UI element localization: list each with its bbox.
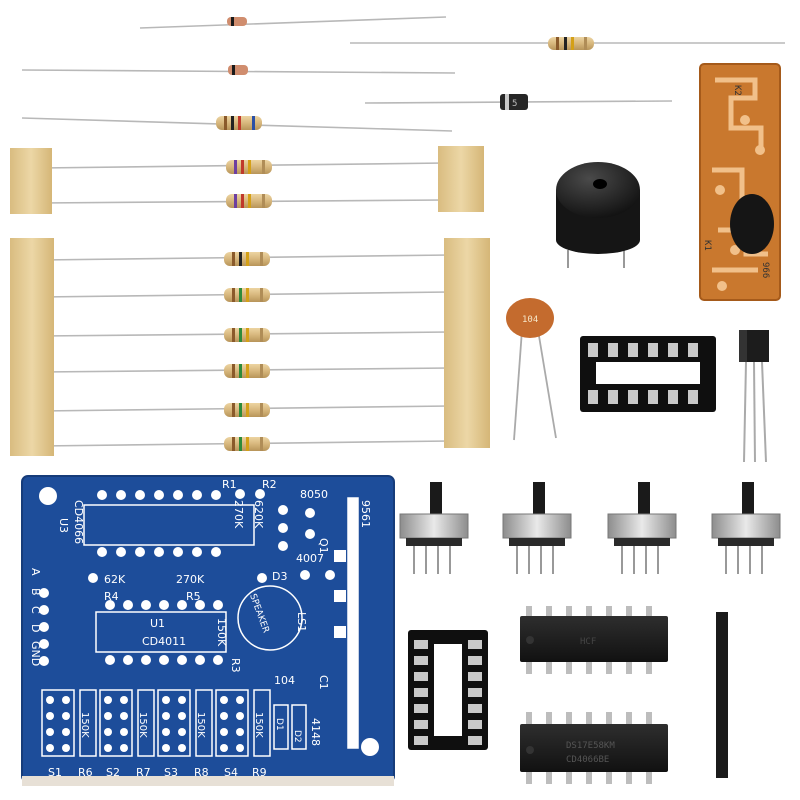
label-d3: D3 (272, 570, 287, 583)
label-s2: S2 (106, 766, 120, 779)
label-c: C (29, 606, 42, 614)
small-signal-diode-1 (227, 17, 247, 26)
resistor-10 (224, 437, 270, 451)
label-150k-4: 150K (253, 712, 264, 738)
label-c1: C1 (317, 675, 330, 690)
taped-resistors-large (10, 238, 490, 456)
label-cd4011: CD4011 (142, 635, 186, 648)
ceramic-capacitor: 104 (506, 298, 557, 441)
label-cd4066: CD4066 (72, 500, 85, 544)
slide-switch-4 (711, 482, 781, 574)
label-gnd: GND (29, 641, 42, 666)
label-d1: D1 (274, 718, 284, 731)
label-u1: U1 (150, 617, 165, 630)
label-r5: R5 (186, 590, 201, 603)
tape-left (10, 148, 52, 214)
slide-switch-3 (607, 482, 677, 574)
label-r8: R8 (194, 766, 209, 779)
label-s1: S1 (48, 766, 62, 779)
resistor-6 (224, 288, 270, 302)
label-b: B (29, 588, 42, 596)
svg-text:5: 5 (512, 99, 517, 109)
dip-ic-top: HCF (520, 606, 668, 674)
label-r7: R7 (136, 766, 151, 779)
resistor-5 (224, 252, 270, 266)
label-res-270k: 270K (232, 500, 245, 529)
label-ls1: LS1 (295, 612, 308, 632)
resistor-3 (226, 160, 272, 174)
label-4148: 4148 (309, 718, 322, 746)
label-104: 104 (274, 674, 295, 687)
loose-components-top: 5 (21, 16, 785, 132)
label-r1: R1 (222, 478, 237, 491)
label-s4: S4 (224, 766, 238, 779)
label-4007: 4007 (296, 552, 324, 565)
buzzer (556, 162, 640, 268)
label-q1: Q1 (317, 538, 330, 554)
pcb-board: R1 R2 8050 CD4066 U3 270K 620K Q1 4007 6… (21, 475, 395, 786)
ic-socket-14pin-top (580, 336, 716, 412)
transistor-to92 (739, 330, 769, 463)
resistor-1 (548, 37, 594, 50)
resistor-2 (216, 116, 262, 130)
label-a: A (29, 568, 42, 576)
ic-socket-14pin-bottom (408, 630, 488, 750)
label-res-270k-b: 270K (176, 573, 205, 586)
resistor-8 (224, 364, 270, 378)
svg-text:HCF: HCF (580, 637, 596, 647)
svg-text:966: 966 (760, 262, 770, 278)
label-150k-3: 150K (195, 712, 206, 738)
label-res-150k: 150K (215, 618, 228, 647)
taped-resistors-small (10, 146, 484, 214)
tape-left-large (10, 238, 54, 456)
label-d: D (29, 624, 42, 632)
rectifier-diode: 5 (500, 94, 528, 110)
tape-right (438, 146, 484, 212)
label-res-620k: 620K (252, 500, 265, 529)
svg-text:104: 104 (522, 315, 538, 325)
small-signal-diode-2 (228, 65, 248, 75)
resistor-7 (224, 328, 270, 342)
label-r9: R9 (252, 766, 267, 779)
slide-switch-1 (399, 482, 469, 574)
svg-text:K2: K2 (732, 85, 742, 96)
tape-right-large (444, 238, 490, 448)
label-8050: 8050 (300, 488, 328, 501)
svg-text:DS17E58KM: DS17E58KM (566, 741, 615, 751)
label-u3: U3 (57, 518, 70, 533)
slide-switch-2 (502, 482, 572, 574)
receiver-epoxy-blob (730, 194, 774, 254)
label-9561: 9561 (359, 500, 372, 528)
label-r4: R4 (104, 590, 119, 603)
label-r6: R6 (78, 766, 93, 779)
resistor-9 (224, 403, 270, 417)
label-r2: R2 (262, 478, 277, 491)
label-res-62k: 62K (104, 573, 126, 586)
label-d2: D2 (292, 730, 302, 743)
label-s3: S3 (164, 766, 178, 779)
label-150k-2: 150K (137, 712, 148, 738)
label-r3: R3 (229, 658, 242, 673)
pin-header (694, 612, 776, 778)
svg-text:CD4066BE: CD4066BE (566, 755, 609, 765)
label-150k-1: 150K (79, 712, 90, 738)
remote-receiver-module: K2 K1 966 (699, 63, 781, 301)
resistor-4 (226, 194, 272, 208)
slide-switches (399, 482, 781, 574)
svg-text:K1: K1 (702, 240, 712, 251)
dip-ic-bottom: DS17E58KM CD4066BE (520, 712, 668, 784)
